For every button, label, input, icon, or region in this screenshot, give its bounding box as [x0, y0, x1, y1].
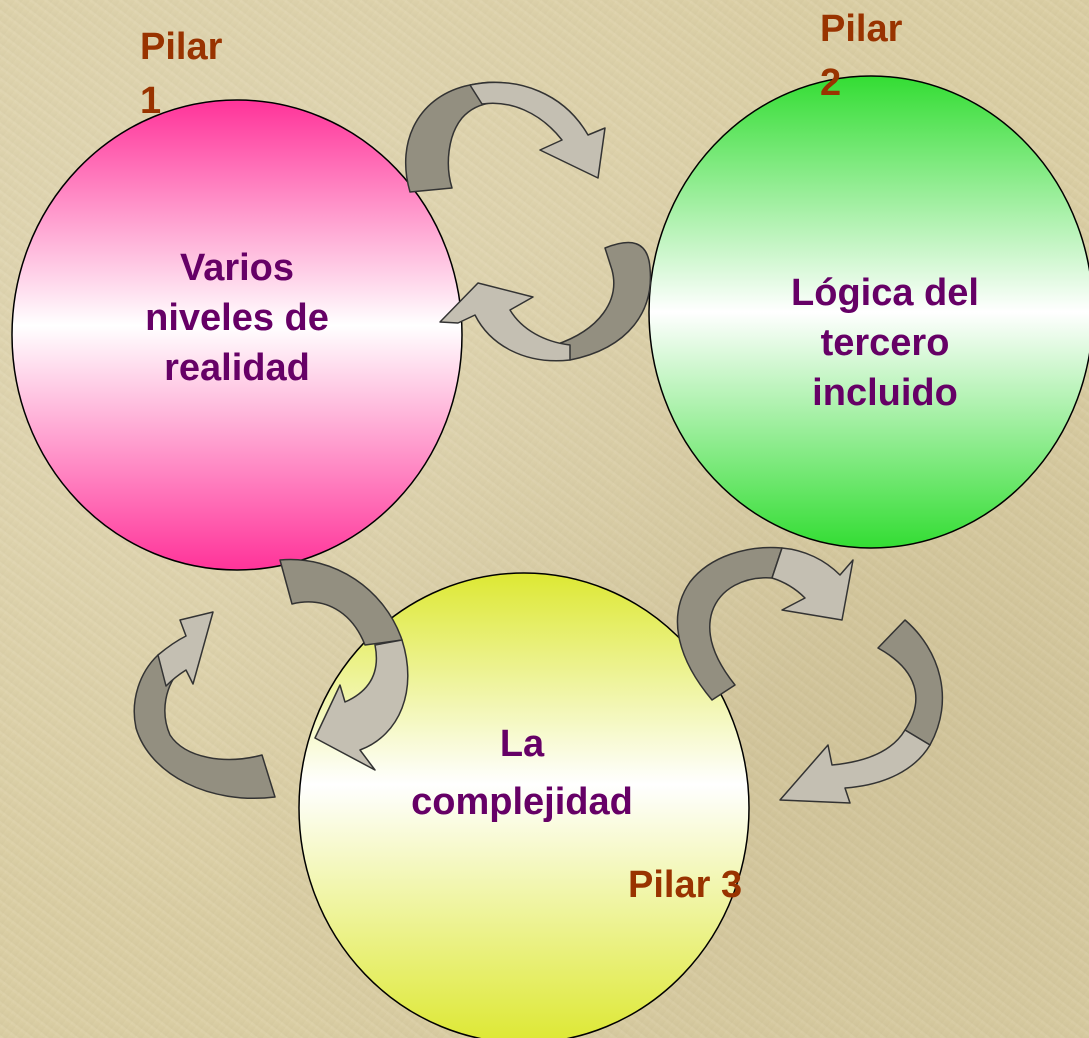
pillar-1-circle	[11, 99, 463, 571]
curved-arrow-icon	[133, 611, 276, 799]
curved-arrow-icon	[405, 81, 606, 193]
pillar-2-text: Lógica del tercero incluido	[791, 272, 979, 414]
pillar-1-text: Varios niveles de realidad	[145, 247, 329, 389]
pillar-3-text: La complejidad	[411, 723, 633, 823]
curved-arrow-icon	[779, 619, 944, 804]
pillar-2-circle	[648, 75, 1089, 549]
curved-arrow-icon	[676, 546, 854, 701]
pillar-1-label: Pilar 1	[140, 26, 223, 122]
pillar-2-label: Pilar 2	[820, 8, 903, 104]
curved-arrow-icon	[439, 241, 652, 362]
pillar-3-label: Pilar 3	[628, 864, 743, 906]
curved-arrow-icon	[279, 558, 409, 771]
pillar-3-circle	[298, 572, 750, 1038]
